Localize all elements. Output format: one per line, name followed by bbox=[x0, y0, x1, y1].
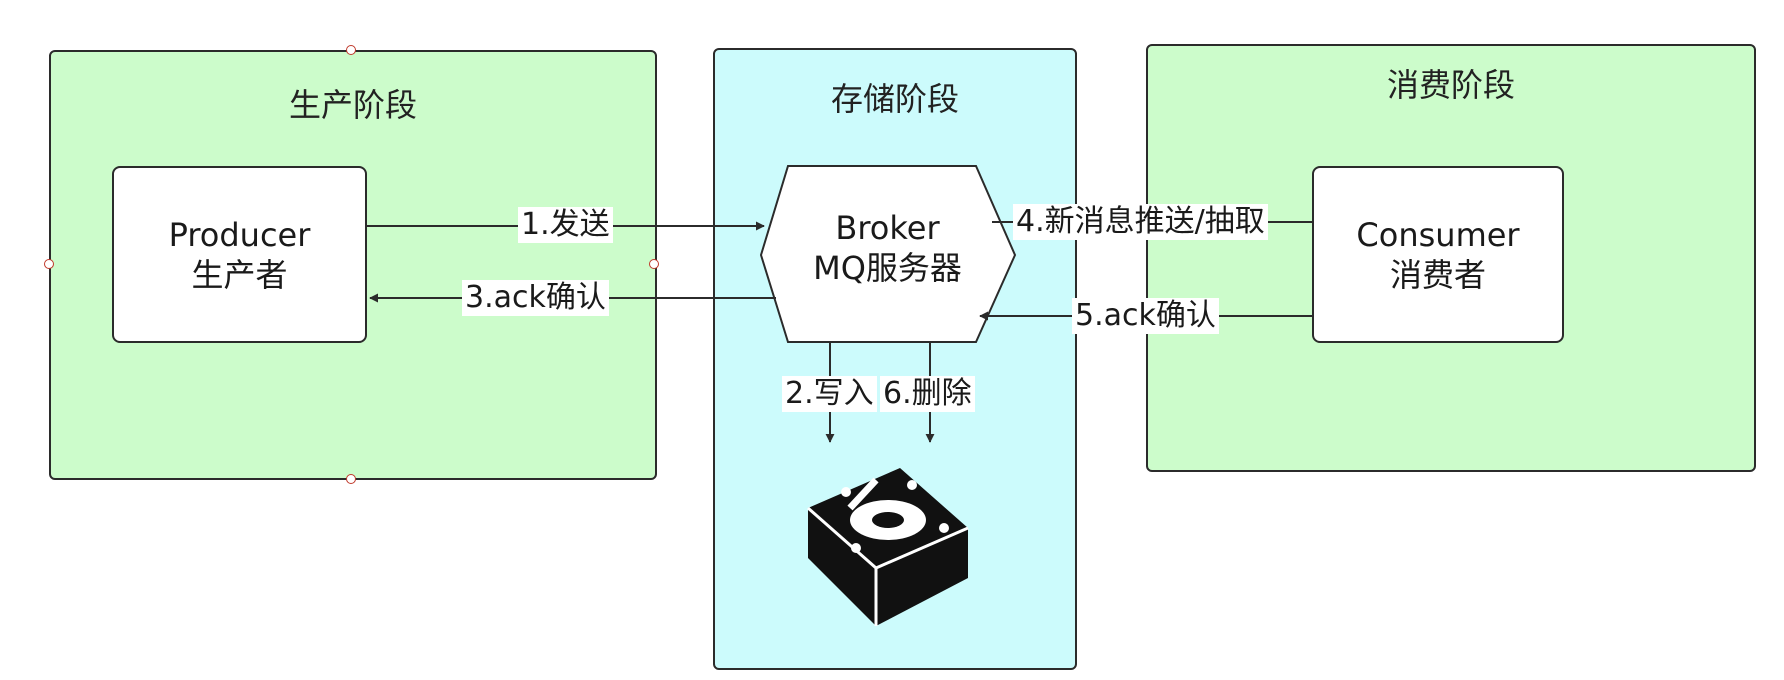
consumption-stage-title: 消费阶段 bbox=[1386, 66, 1515, 104]
edge-delete-label: 6.删除 bbox=[880, 376, 975, 412]
hard-disk-icon bbox=[807, 468, 969, 626]
producer-node[interactable]: Producer 生产者 bbox=[112, 166, 367, 343]
consumer-node[interactable]: Consumer 消费者 bbox=[1312, 166, 1564, 343]
production-stage-title: 生产阶段 bbox=[288, 86, 417, 124]
selection-handle-top[interactable] bbox=[346, 45, 356, 55]
broker-node-shape[interactable] bbox=[759, 165, 1017, 343]
broker-sublabel: MQ服务器 bbox=[813, 249, 962, 287]
edge-ack-consumer-label: 5.ack确认 bbox=[1072, 298, 1219, 334]
edge-write-label: 2.写入 bbox=[782, 376, 877, 412]
producer-sublabel: 生产者 bbox=[191, 255, 288, 294]
selection-handle-left[interactable] bbox=[44, 259, 54, 269]
selection-handle-bottom[interactable] bbox=[346, 474, 356, 484]
edge-ack-producer-label: 3.ack确认 bbox=[462, 280, 609, 316]
storage-stage-title: 存储阶段 bbox=[830, 80, 959, 118]
broker-label: Broker bbox=[835, 209, 940, 247]
edge-send-label: 1.发送 bbox=[518, 207, 613, 243]
edge-push-pull-label: 4.新消息推送/抽取 bbox=[1013, 204, 1268, 240]
selection-handle-right[interactable] bbox=[649, 259, 659, 269]
consumer-sublabel: 消费者 bbox=[1389, 255, 1486, 294]
consumer-label: Consumer bbox=[1356, 215, 1520, 254]
broker-node[interactable]: Broker MQ服务器 bbox=[780, 208, 995, 288]
producer-label: Producer bbox=[168, 215, 311, 254]
